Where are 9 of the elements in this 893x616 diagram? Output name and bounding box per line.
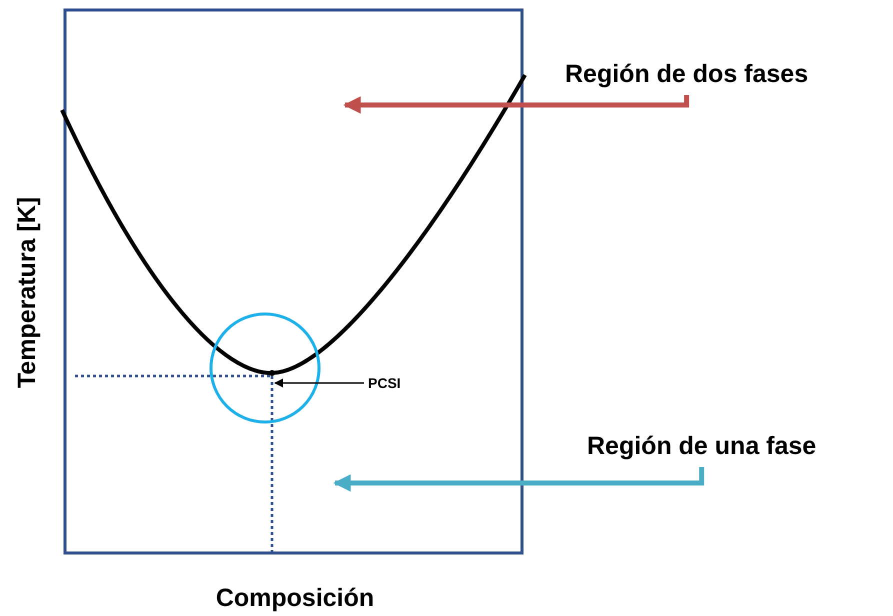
- region-label: Región de una fase: [587, 432, 816, 461]
- point-label: PCSI: [368, 375, 401, 391]
- leader-arrow: [274, 378, 364, 388]
- arrow: [343, 95, 690, 114]
- region-label: Región de dos fases: [565, 60, 808, 89]
- minimum-point: [269, 370, 275, 376]
- axis-label: Temperatura [K]: [14, 196, 42, 388]
- axis-label: Composición: [216, 584, 374, 612]
- arrow: [333, 467, 704, 492]
